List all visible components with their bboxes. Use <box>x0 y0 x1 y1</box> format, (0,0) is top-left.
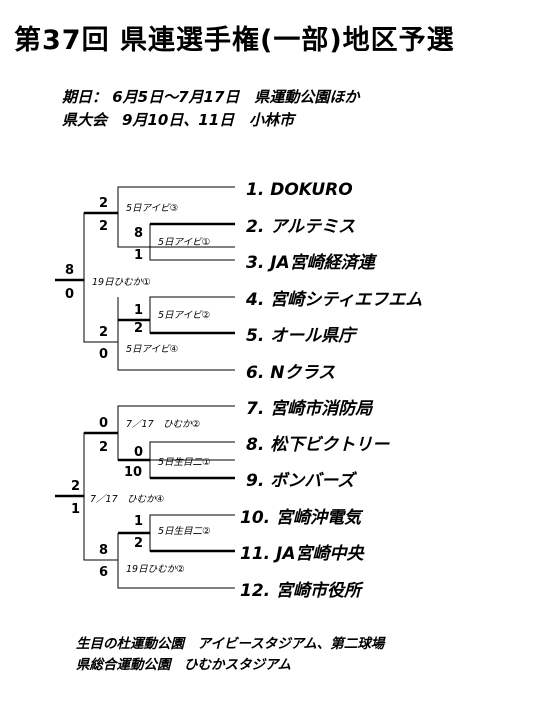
svg-text:5. オール県庁: 5. オール県庁 <box>246 326 358 346</box>
svg-text:9. ボンバーズ: 9. ボンバーズ <box>246 471 357 491</box>
team-seed: 4. <box>245 290 264 310</box>
score: 2 <box>71 479 80 494</box>
match-note: 5日生目二② <box>158 526 211 537</box>
team-name: ボンバーズ <box>270 471 357 491</box>
match-note: 5日アイビ② <box>158 310 210 321</box>
svg-text:11. JA宮崎中央: 11. JA宮崎中央 <box>240 544 366 564</box>
score: 1 <box>134 514 143 529</box>
score: 10 <box>124 465 142 480</box>
score: 2 <box>99 325 108 340</box>
venue-note-1: 生目の杜運動公園 アイビースタジアム、第二球場 <box>76 636 385 652</box>
team-name: JA宮崎経済連 <box>267 253 377 273</box>
team-seed: 7. <box>246 399 264 419</box>
svg-text:10. 宮崎沖電気: 10. 宮崎沖電気 <box>240 508 364 528</box>
team-list: 1. DOKURO 2. アルテミス 3. JA宮崎経済連 4. 宮崎シティエフ… <box>240 180 422 601</box>
team-seed: 12. <box>240 581 270 601</box>
match-note: 5日アイビ① <box>158 237 210 248</box>
team-seed: 2. <box>246 217 264 237</box>
svg-text:1. DOKURO: 1. DOKURO <box>246 180 353 200</box>
svg-text:3. JA宮崎経済連: 3. JA宮崎経済連 <box>246 253 378 273</box>
score: 2 <box>134 321 143 336</box>
score: 0 <box>134 445 143 460</box>
team-name: アルテミス <box>270 217 355 237</box>
team-seed: 8. <box>246 435 264 455</box>
match-note: 5日生目二① <box>158 457 211 468</box>
line-mw1011-12 <box>117 533 235 589</box>
score: 0 <box>99 347 108 362</box>
score: 2 <box>99 219 108 234</box>
team-name: JA宮崎中央 <box>273 544 365 564</box>
team-seed: 5. <box>246 326 264 346</box>
team-name: 宮崎シティエフエム <box>270 290 422 310</box>
team-name: 宮崎市役所 <box>276 581 364 601</box>
svg-text:8. 松下ビクトリー: 8. 松下ビクトリー <box>246 435 390 455</box>
line-mw45-6 <box>117 297 235 371</box>
svg-text:2. アルテミス: 2. アルテミス <box>246 217 355 237</box>
team-seed: 9. <box>246 471 264 491</box>
score: 0 <box>99 416 108 431</box>
match-note: 7／17 ひむか② <box>126 418 200 430</box>
team-name: Nクラス <box>270 363 335 383</box>
scores: 8 1 2 2 1 2 2 0 8 0 0 10 0 2 1 2 8 6 2 1 <box>65 196 143 580</box>
match-note: 5日アイビ③ <box>126 203 178 214</box>
team-seed: 6. <box>246 363 264 383</box>
team-name: 松下ビクトリー <box>270 435 390 455</box>
venue-note-2: 県総合運動公園 ひむかスタジアム <box>76 657 292 673</box>
score: 1 <box>134 248 143 263</box>
team-seed: 11. <box>240 544 270 564</box>
svg-text:12. 宮崎市役所: 12. 宮崎市役所 <box>240 581 364 601</box>
svg-text:7. 宮崎市消防局: 7. 宮崎市消防局 <box>246 399 374 419</box>
team-name: 宮崎沖電気 <box>276 508 364 528</box>
score: 2 <box>99 440 108 455</box>
schedule-info: 期日： 6月5日～7月17日 県運動公園ほか <box>62 88 360 106</box>
team-name: オール県庁 <box>270 326 358 346</box>
score: 8 <box>134 226 143 241</box>
match-note: 5日アイビ④ <box>126 344 178 355</box>
team-seed: 10. <box>240 508 270 528</box>
final-tournament-info: 県大会 9月10日、11日 小林市 <box>62 111 295 129</box>
team-seed: 3. <box>246 253 264 273</box>
team-name: DOKURO <box>270 180 352 200</box>
match-note: 7／17 ひむか④ <box>90 493 164 505</box>
bracket-lines-upper <box>55 186 235 371</box>
score: 1 <box>134 303 143 318</box>
score: 1 <box>71 502 80 517</box>
page-title: 第37回 県連選手権(一部)地区予選 <box>14 25 455 56</box>
team-name: 宮崎市消防局 <box>270 399 374 419</box>
score: 0 <box>65 287 74 302</box>
svg-text:4. 宮崎シティエフエム: 4. 宮崎シティエフエム <box>245 290 422 310</box>
score: 2 <box>99 196 108 211</box>
score: 8 <box>99 543 108 558</box>
match-notes: 5日アイビ③ 5日アイビ① 19日ひむか① 5日アイビ② 5日アイビ④ 7／17… <box>90 203 211 575</box>
match-note: 19日ひむか② <box>126 564 185 575</box>
line-m1w23 <box>117 186 235 248</box>
score: 2 <box>134 536 143 551</box>
score: 8 <box>65 263 74 278</box>
team-seed: 1. <box>246 180 264 200</box>
svg-text:6. Nクラス: 6. Nクラス <box>246 363 335 383</box>
bracket-lines-lower <box>55 405 235 589</box>
score: 6 <box>99 565 108 580</box>
match-note: 19日ひむか① <box>92 277 151 288</box>
